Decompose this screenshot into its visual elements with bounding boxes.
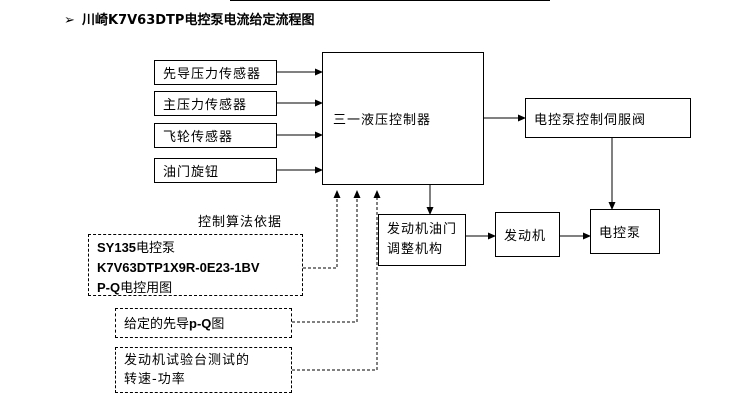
main-pressure-sensor-box: 主压力传感器: [154, 91, 277, 116]
page-title: ➢ 川崎K7V63DTP电控泵电流给定流程图: [64, 9, 314, 28]
engine-test-line2: 转速-功率: [124, 372, 186, 387]
pq-chart-pq: P-Q: [97, 280, 121, 295]
electric-pump-box: 电控泵: [590, 209, 660, 254]
pilot-pq-box: 给定的先导p-Q图: [115, 308, 292, 338]
flywheel-sensor-box: 飞轮传感器: [154, 123, 277, 148]
pq-chart-model: SY135: [97, 240, 137, 255]
pq-chart-line3: P-Q电控用图: [97, 278, 302, 298]
throttle-knob-box: 油门旋钮: [154, 158, 277, 183]
pilot-pressure-sensor-box: 先导压力传感器: [154, 60, 277, 85]
dashed-arrow-engine-test: [292, 190, 381, 371]
pq-chart-line2: K7V63DTP1X9R-0E23-1BV: [97, 258, 302, 278]
pilot-pq-text: 给定的先导: [124, 317, 190, 332]
throttle-adjust-line2: 调整机构: [387, 242, 444, 257]
pq-chart-pump-text: 电控泵: [136, 241, 176, 256]
bullet-arrow-icon: ➢: [64, 13, 75, 28]
engine-test-box: 发动机试验台测试的 转速-功率: [115, 347, 292, 393]
pq-chart-box: SY135电控泵 K7V63DTP1X9R-0E23-1BV P-Q电控用图: [88, 234, 303, 296]
pq-chart-usage-text: 电控用图: [120, 281, 173, 296]
pilot-pq-bold: p-Q: [189, 316, 212, 331]
throttle-adjust-line1: 发动机油门: [387, 222, 458, 237]
controller-box: 三一液压控制器: [322, 52, 484, 185]
top-rule: [230, 0, 550, 1]
pilot-pq-suffix: 图: [211, 317, 225, 332]
dashed-arrow-pq-chart: [303, 190, 341, 269]
throttle-adjust-box: 发动机油门 调整机构: [378, 214, 466, 266]
basis-label: 控制算法依据: [198, 215, 283, 230]
page-title-text: 川崎K7V63DTP电控泵电流给定流程图: [82, 13, 315, 28]
engine-test-line1: 发动机试验台测试的: [124, 353, 251, 368]
pq-chart-line1: SY135电控泵: [97, 238, 302, 258]
pq-chart-part-number: K7V63DTP1X9R-0E23-1BV: [97, 260, 260, 275]
dashed-arrow-pilot-pq: [292, 190, 361, 323]
engine-box: 发动机: [495, 212, 560, 257]
servo-valve-box: 电控泵控制伺服阀: [525, 98, 691, 138]
